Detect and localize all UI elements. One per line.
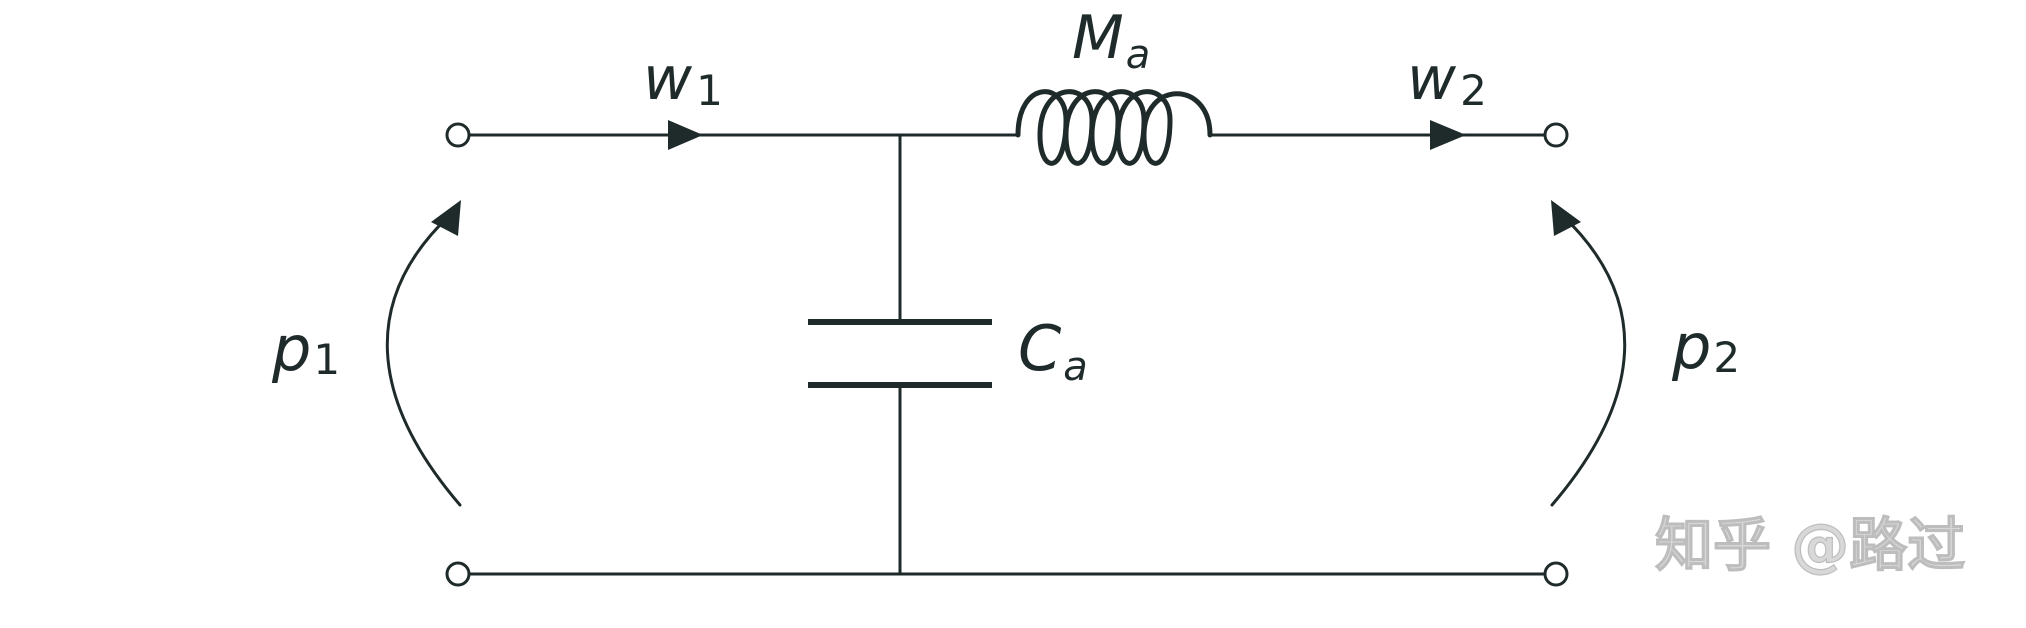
w1-label: w1: [643, 44, 723, 115]
terminal-bottom-right: [1543, 561, 1569, 587]
p2-arrowhead-icon: [1551, 200, 1581, 236]
terminal-top-left: [445, 122, 471, 148]
p2-label: p2: [1671, 310, 1740, 383]
w2-arrow-icon: [1430, 120, 1466, 150]
terminal-top-right: [1543, 122, 1569, 148]
w1-arrow-icon: [668, 120, 703, 150]
w2-label: w2: [1407, 44, 1487, 115]
ca-label: Ca: [1018, 312, 1088, 390]
p1-arrow-curve: [385, 213, 462, 507]
p1-arrowhead-icon: [431, 200, 461, 236]
terminal-bottom-left: [445, 561, 471, 587]
p1-label: p1: [271, 312, 340, 385]
watermark-text: 知乎 @路过: [1655, 511, 1965, 579]
inductor-coil: [1015, 89, 1213, 166]
ma-label: Ma: [1072, 3, 1150, 78]
p2-arrow-curve: [1550, 213, 1627, 507]
